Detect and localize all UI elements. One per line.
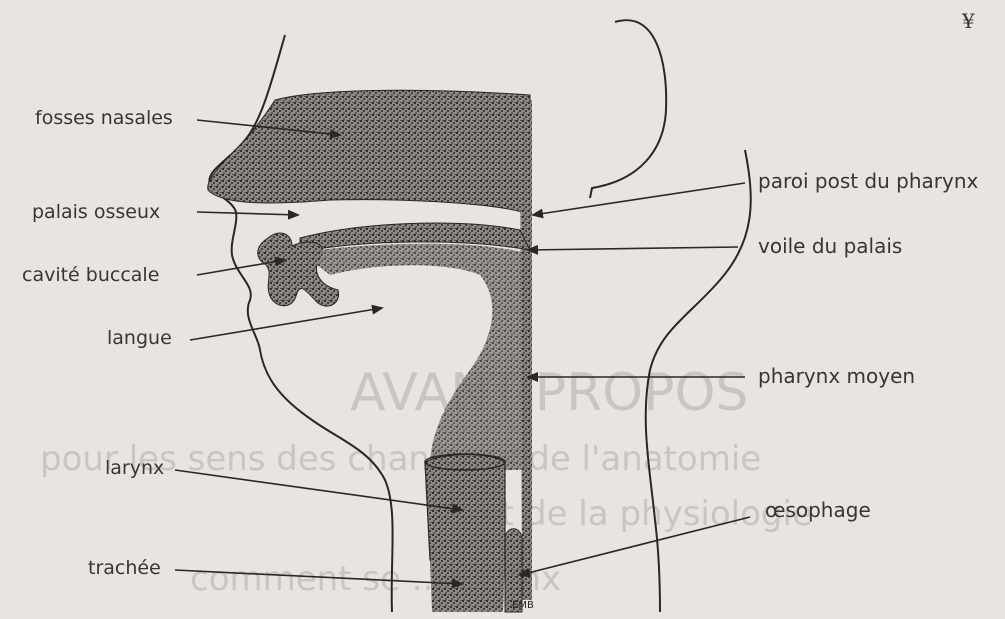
label-langue: langue bbox=[107, 327, 172, 349]
label-trachee: trachée bbox=[88, 557, 161, 579]
signature: EMB bbox=[512, 600, 534, 611]
arrow-paroi-post bbox=[533, 183, 745, 215]
label-larynx: larynx bbox=[105, 457, 164, 479]
bleed-line-1: AVANT-PROPOS bbox=[350, 363, 748, 423]
label-paroi-post: paroi post du pharynx bbox=[758, 169, 979, 193]
tongue-pharynx bbox=[300, 244, 522, 470]
arrow-langue bbox=[190, 308, 382, 340]
label-oesophage: œsophage bbox=[765, 498, 871, 522]
trachea bbox=[430, 560, 505, 612]
nasal-cavity bbox=[208, 90, 530, 215]
label-fosses-nasales: fosses nasales bbox=[35, 107, 173, 129]
label-pharynx-moyen: pharynx moyen bbox=[758, 364, 915, 388]
larynx bbox=[425, 455, 505, 565]
label-voile: voile du palais bbox=[758, 234, 902, 258]
label-palais-osseux: palais osseux bbox=[32, 201, 160, 223]
arrow-palais-osseux bbox=[197, 212, 298, 215]
page-mark: ¥ bbox=[961, 9, 975, 33]
label-cavite-buccale: cavité buccale bbox=[22, 264, 159, 286]
ear-outline bbox=[590, 20, 666, 198]
arrow-voile bbox=[528, 247, 738, 250]
